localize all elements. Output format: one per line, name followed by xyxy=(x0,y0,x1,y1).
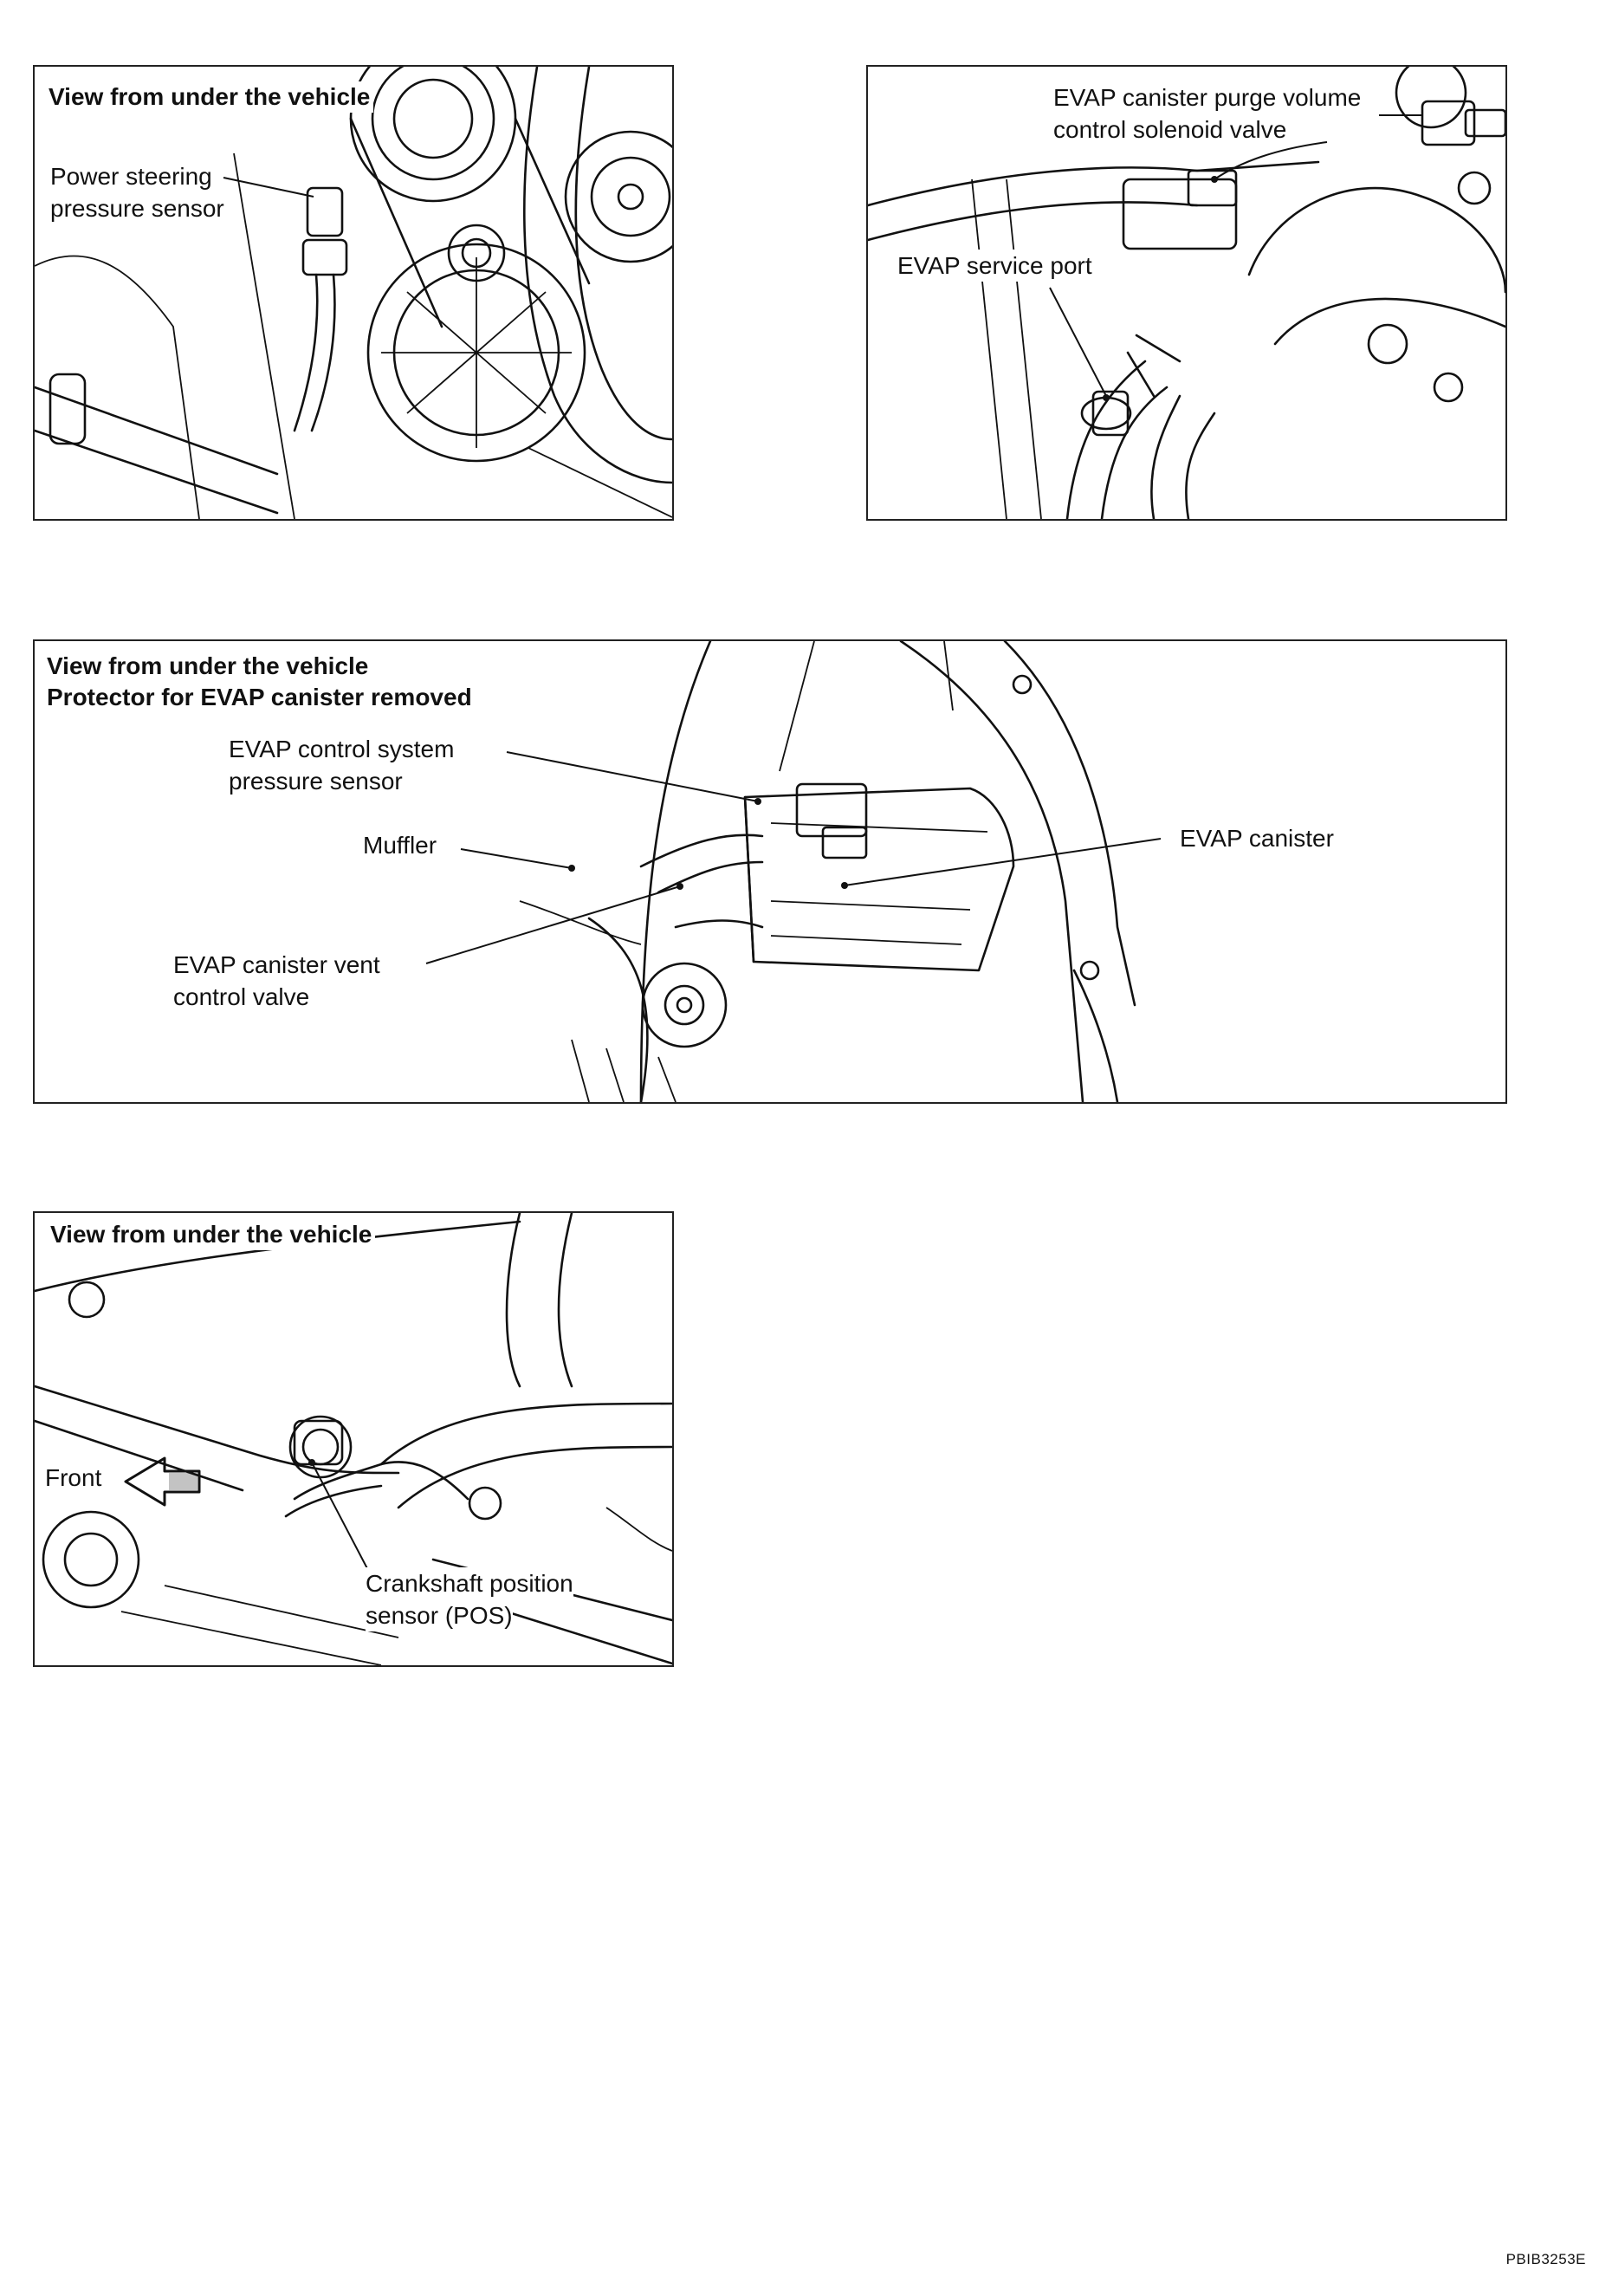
panel-title: View from under the vehicle xyxy=(49,81,374,113)
label-power-steering-line1: Power steering xyxy=(50,160,212,192)
label-service-port: EVAP service port xyxy=(897,250,1092,282)
label-crankshaft-line2: sensor (POS) xyxy=(366,1599,513,1631)
panel-crankshaft: View from under the vehicle Front Cranks… xyxy=(33,1211,674,1667)
crankshaft-drawing xyxy=(35,1213,672,1665)
figure-code: PBIB3253E xyxy=(1505,2251,1586,2267)
label-pressure-sensor-line2: pressure sensor xyxy=(229,765,403,797)
label-muffler: Muffler xyxy=(363,829,437,861)
label-purge-line1: EVAP canister purge volume xyxy=(1053,81,1362,114)
panel-power-steering: View from under the vehicle Power steeri… xyxy=(33,65,674,521)
evap-canister-drawing xyxy=(425,641,1162,1102)
label-evap-canister: EVAP canister xyxy=(1180,822,1334,854)
panel-evap-canister: View from under the vehicle Protector fo… xyxy=(33,639,1507,1104)
panel-evap-purge: EVAP canister purge volume control solen… xyxy=(866,65,1507,521)
power-steering-drawing xyxy=(35,67,672,519)
panel-title: View from under the vehicle xyxy=(50,1219,376,1250)
label-front: Front xyxy=(45,1462,102,1494)
label-pressure-sensor-line1: EVAP control system xyxy=(229,733,455,765)
label-power-steering-line2: pressure sensor xyxy=(50,192,224,224)
label-crankshaft-line1: Crankshaft position xyxy=(366,1567,573,1599)
label-vent-valve-line2: control valve xyxy=(173,981,310,1013)
evap-purge-drawing xyxy=(868,67,1505,519)
panel-title-line2: Protector for EVAP canister removed xyxy=(47,682,472,713)
label-vent-valve-line1: EVAP canister vent xyxy=(173,949,380,981)
panel-title-line1: View from under the vehicle xyxy=(47,651,369,682)
label-purge-line2: control solenoid valve xyxy=(1053,114,1287,146)
